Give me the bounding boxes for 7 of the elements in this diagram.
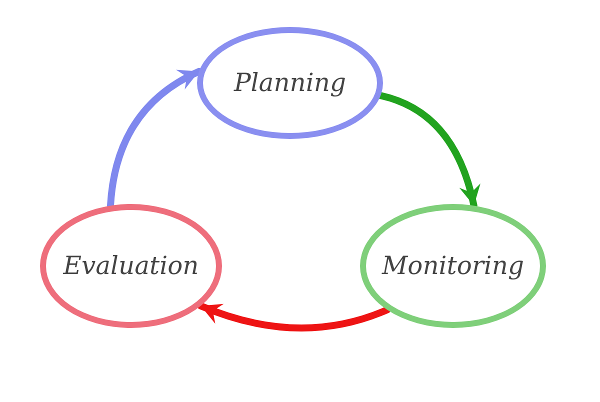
stage-ellipse bbox=[360, 204, 546, 328]
stage-label: Planning bbox=[234, 69, 346, 97]
stage-ellipse bbox=[40, 204, 222, 328]
stage-label: Evaluation bbox=[63, 252, 199, 280]
stage-ellipse bbox=[197, 27, 383, 139]
cycle-arrow bbox=[197, 302, 391, 332]
stage-label: Monitoring bbox=[382, 252, 524, 280]
